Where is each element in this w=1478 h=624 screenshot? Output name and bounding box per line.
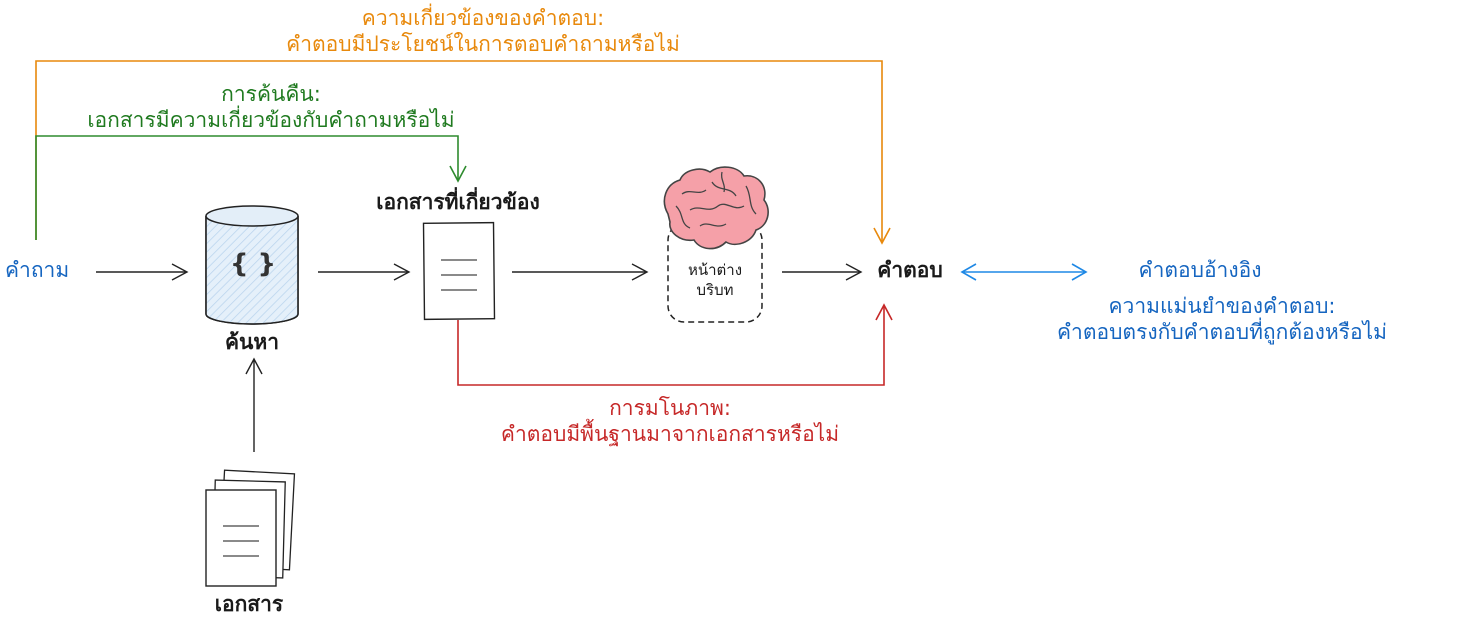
document-icon [422, 221, 496, 321]
answer-relevance-description: คำตอบมีประโยชน์ในการตอบคำถามหรือไม่ [286, 32, 680, 56]
answer-accuracy-description: คำตอบตรงกับคำตอบที่ถูกต้องหรือไม่ [1057, 320, 1387, 344]
document-stack-icon [205, 469, 296, 587]
retrieval-description: เอกสารมีความเกี่ยวข้องกับคำถามหรือไม่ [87, 108, 455, 132]
question-label: คำถาม [5, 258, 70, 282]
flow-arrows [96, 263, 863, 452]
answer-accuracy-title: ความแม่นยำของคำตอบ: [1108, 294, 1336, 318]
reference-answer-label: คำตอบอ้างอิง [1138, 258, 1262, 282]
database-icon [205, 205, 299, 325]
arrow-documents-to-search [245, 357, 263, 452]
arrow-docs-to-context [512, 263, 649, 281]
search-label: ค้นหา [224, 330, 280, 354]
arrow-search-to-docs [318, 263, 411, 281]
documents-label: เอกสาร [214, 592, 284, 616]
brain-icon [663, 166, 769, 250]
hallucination-description: คำตอบมีพื้นฐานมาจากเอกสารหรือไม่ [500, 422, 840, 446]
database-symbol: { } [229, 249, 277, 279]
answer-label: คำตอบ [877, 258, 943, 282]
arrow-question-to-search [96, 263, 189, 281]
retrieval-connector [35, 135, 467, 240]
context-window-label-line2: บริบท [696, 281, 734, 299]
answer-relevance-title: ความเกี่ยวข้องของคำตอบ: [361, 6, 605, 30]
hallucination-title: การมโนภาพ: [609, 396, 731, 420]
arrow-context-to-answer [782, 263, 863, 281]
retrieval-title: การค้นคืน: [221, 82, 321, 106]
hallucination-connector [457, 303, 893, 386]
relevant-documents-label: เอกสารที่เกี่ยวข้อง [376, 190, 540, 214]
answer-reference-arrow [960, 263, 1088, 281]
context-window-label-line1: หน้าต่าง [687, 261, 743, 279]
